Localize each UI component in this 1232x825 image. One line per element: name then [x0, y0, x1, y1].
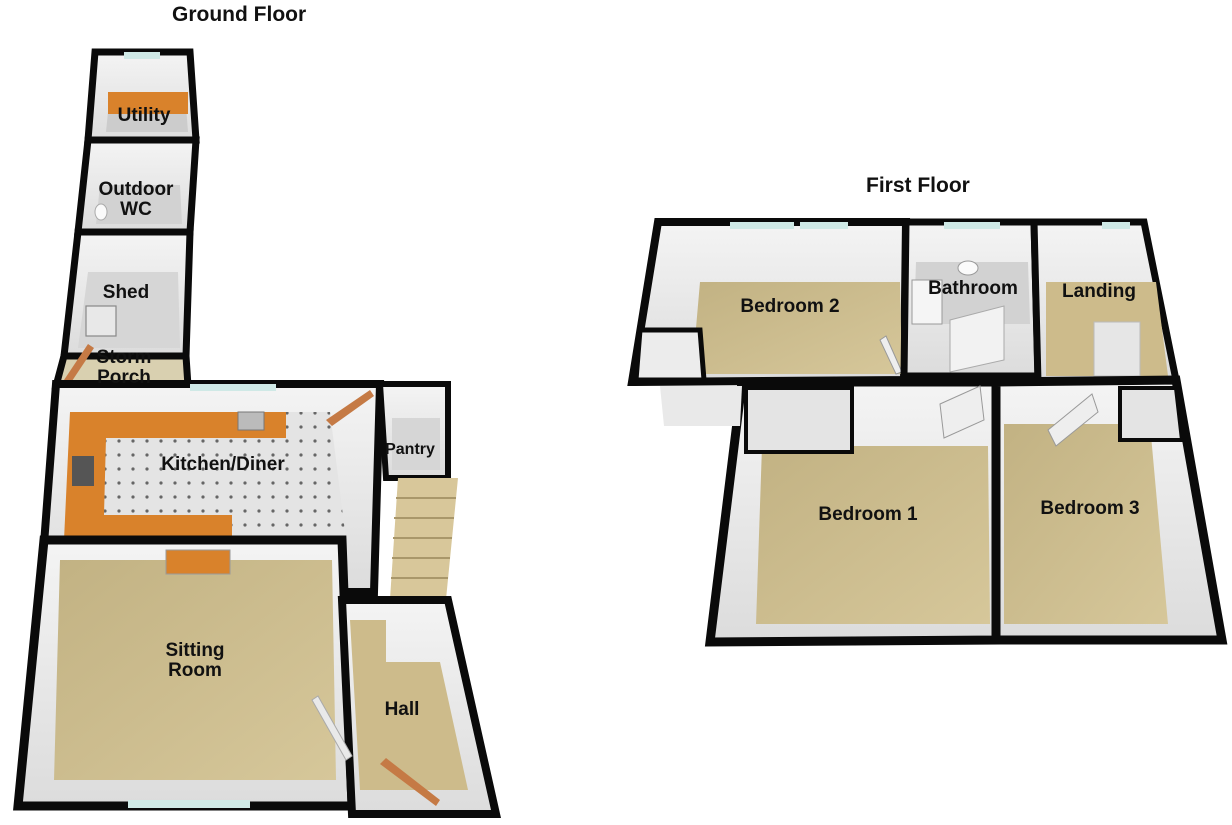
room-label-landing: Landing: [1062, 281, 1136, 302]
bedroom-3-room: [991, 375, 1228, 645]
shed-room: [60, 228, 194, 360]
door: [64, 344, 94, 384]
ground-floor-plan: [13, 48, 501, 818]
window: [944, 222, 1000, 229]
door: [326, 390, 374, 426]
window: [730, 222, 794, 229]
room-label-outdoor-wc: Outdoor WC: [98, 179, 174, 220]
room-label-bathroom: Bathroom: [928, 278, 1018, 299]
room-label-storm-porch: Storm Porch: [96, 347, 152, 388]
room-label-bedroom-1: Bedroom 1: [818, 504, 918, 525]
wardrobe: [744, 386, 854, 454]
room-label-hall: Hall: [384, 699, 420, 720]
room-label-bedroom-3: Bedroom 3: [1040, 498, 1140, 519]
ground-floor-title: Ground Floor: [172, 3, 307, 26]
room-label-sitting-room: Sitting Room: [165, 640, 225, 681]
sink-icon: [237, 411, 265, 431]
sitting-room: [13, 535, 357, 811]
window: [1102, 222, 1130, 229]
pantry-room: [376, 381, 451, 481]
stair-opening: [1093, 321, 1141, 377]
first-floor-title: First Floor: [866, 174, 970, 197]
room-label-shed: Shed: [102, 282, 150, 303]
hall-room: [311, 596, 501, 818]
shower-screen: [949, 305, 1005, 373]
bedroom-1-room: [704, 377, 1001, 647]
first-floor-plan: [627, 218, 1228, 647]
door: [939, 385, 985, 439]
bath-icon: [911, 279, 943, 325]
hob-icon: [72, 456, 94, 486]
shed-rack: [85, 305, 117, 337]
room-label-pantry: Pantry: [385, 441, 435, 458]
fireplace: [165, 549, 231, 575]
basin-icon: [957, 260, 979, 276]
bathroom-room: [900, 218, 1042, 380]
room-label-kitchen-diner: Kitchen/Diner: [161, 454, 285, 475]
room-label-bedroom-2: Bedroom 2: [740, 296, 840, 317]
utility-room: [84, 48, 200, 144]
room-label-utility: Utility: [117, 105, 171, 126]
door: [311, 695, 353, 761]
window: [800, 222, 848, 229]
utility-worktop: [108, 92, 188, 114]
window: [128, 800, 250, 808]
landing-room: [1030, 218, 1181, 386]
roof-shadow: [660, 386, 742, 426]
window: [124, 52, 160, 59]
door: [1047, 393, 1099, 447]
front-door: [380, 758, 440, 806]
wardrobe: [1118, 386, 1185, 442]
toilet-icon: [94, 203, 108, 221]
wardrobe: [633, 327, 707, 383]
window: [190, 384, 276, 391]
